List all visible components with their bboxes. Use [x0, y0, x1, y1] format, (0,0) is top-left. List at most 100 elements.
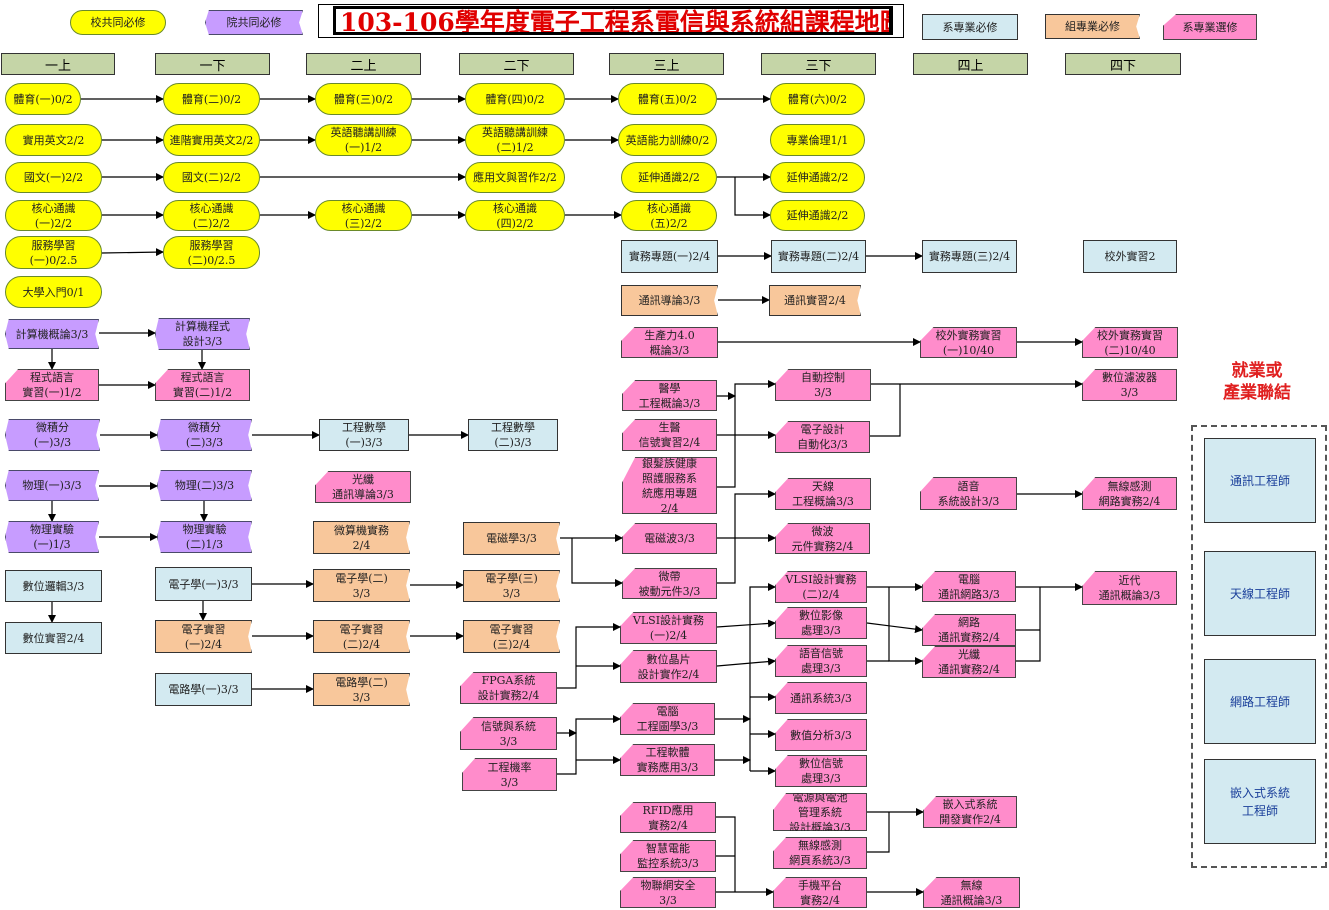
course-calc1: 微積分 (一)3/3 [5, 419, 100, 451]
course-elec1: 電子學(一)3/3 [155, 567, 252, 601]
course-svc1: 服務學習 (一)0/2.5 [5, 236, 102, 269]
prerequisite-arrow [866, 622, 923, 634]
course-vlsi2: VLSI設計實務 (二)2/4 [775, 571, 867, 603]
course-eda: 電子設計 自動化3/3 [775, 421, 870, 453]
course-sigsys: 信號與系統 3/3 [460, 717, 557, 750]
course-proj3: 實務專題(三)2/4 [922, 240, 1017, 273]
course-logiclab: 數位實習2/4 [5, 622, 102, 654]
course-emag: 電磁學3/3 [463, 522, 560, 555]
course-iotsec: 物聯網安全 3/3 [620, 877, 716, 908]
course-imgproc: 數位影像 處理3/3 [775, 607, 867, 639]
course-pe4: 體育(四)0/2 [465, 83, 565, 115]
course-fiberlab: 光纖 通訊實務2/4 [922, 646, 1016, 678]
course-phylab1: 物理實驗 (一)1/3 [5, 521, 99, 553]
course-en5: 英語能力訓練0/2 [618, 124, 717, 156]
semester-header-1-2: 一下 [155, 53, 270, 75]
course-autoctl: 自動控制 3/3 [775, 369, 871, 401]
semester-header-4-1: 四上 [913, 53, 1028, 75]
course-ch3: 應用文與習作2/2 [465, 162, 565, 193]
course-battery: 電源與電池 管理系統 設計概論3/3 [773, 793, 867, 831]
prerequisite-arrow [717, 380, 776, 488]
course-smartpower: 智慧電能 監控系統3/3 [620, 840, 716, 872]
career-embedded-engineer: 嵌入式系統 工程師 [1204, 759, 1316, 844]
course-chip: 數位晶片 設計實作2/4 [620, 650, 717, 683]
course-ext1: 延伸通識2/2 [621, 162, 717, 193]
course-en3: 英語聽講訓練 (一)1/2 [315, 124, 412, 156]
legend-school-required: 校共同必修 [70, 10, 166, 35]
career-antenna-engineer: 天線工程師 [1204, 551, 1316, 636]
prerequisite-arrow [734, 177, 771, 219]
connector-line [1016, 587, 1041, 662]
semester-header-2-2: 二下 [459, 53, 574, 75]
course-core3: 核心通識 (三)2/2 [315, 200, 412, 231]
connector-line [867, 812, 890, 853]
course-prod: 生產力4.0 概論3/3 [621, 327, 718, 358]
course-speechsig: 語音信號 處理3/3 [775, 645, 867, 677]
course-pe2: 體育(二)0/2 [163, 83, 260, 115]
course-silver: 銀髮族健康 照護服務系 統應用專題 2/4 [622, 457, 717, 514]
semester-header-2-1: 二上 [306, 53, 421, 75]
course-ext3: 延伸通識2/2 [770, 200, 865, 231]
course-compnet: 電腦 通訊網路3/3 [922, 571, 1016, 602]
course-pl1: 程式語言 實習(一)1/2 [5, 369, 99, 401]
semester-header-4-2: 四下 [1065, 53, 1181, 75]
course-dfilter: 數位濾波器 3/3 [1082, 369, 1177, 401]
course-core4: 核心通識 (四)2/2 [465, 200, 565, 231]
semester-header-3-2: 三下 [761, 53, 876, 75]
course-pl2: 程式語言 實習(二)1/2 [155, 369, 250, 401]
course-proj1: 實務專題(一)2/4 [621, 240, 718, 273]
course-microstrip: 微帶 被動元件3/3 [622, 568, 717, 599]
course-commsys: 通訊系統3/3 [775, 682, 867, 714]
prerequisite-arrow [571, 538, 623, 587]
legend-dept-elective: 系專業選修 [1163, 14, 1257, 40]
course-prob: 工程機率 3/3 [462, 758, 557, 791]
prerequisite-arrow [716, 657, 776, 667]
course-rfid: RFID應用 實務2/4 [620, 802, 716, 833]
course-ext_int2: 校外實務實習 (二)10/40 [1082, 327, 1178, 358]
course-numana: 數值分析3/3 [775, 719, 867, 751]
course-ext_int1: 校外實務實習 (一)10/40 [920, 327, 1017, 358]
course-elec3: 電子學(三) 3/3 [463, 570, 560, 602]
course-proj2: 實務專題(二)2/4 [771, 240, 866, 273]
course-comlab: 通訊實習2/4 [769, 285, 861, 316]
career-comm-engineer: 通訊工程師 [1204, 438, 1316, 523]
course-pe5: 體育(五)0/2 [618, 83, 717, 115]
course-en4: 英語聽講訓練 (二)1/2 [465, 124, 565, 156]
course-dsp: 數位信號 處理3/3 [775, 755, 867, 787]
legend-group-required: 組專業必修 [1045, 14, 1140, 39]
connector-line [716, 816, 736, 892]
course-embedded: 嵌入式系統 開發實作2/4 [923, 796, 1017, 828]
course-ch2: 國文(二)2/2 [163, 162, 260, 193]
course-elab1: 電子實習 (一)2/4 [155, 620, 252, 653]
course-logic: 數位邏輯3/3 [5, 570, 102, 602]
prerequisite-arrow [749, 583, 776, 771]
prerequisite-arrow [101, 248, 164, 257]
title-frame: 103-106學年度電子工程系電信與系統組課程地圖 [318, 4, 904, 38]
legend-college-required: 院共同必修 [205, 10, 303, 35]
course-core5: 核心通識 (五)2/2 [621, 200, 717, 231]
connector-line [870, 384, 901, 437]
course-circ2: 電路學(二) 3/3 [313, 673, 410, 706]
course-wireless: 無線 通訊概論3/3 [923, 877, 1020, 908]
course-microwave: 微波 元件實務2/4 [775, 523, 870, 554]
course-comint: 通訊導論3/3 [621, 285, 718, 316]
course-em2: 工程數學 (二)3/3 [468, 419, 558, 451]
course-calc2: 微積分 (二)3/3 [157, 419, 252, 451]
course-ch1: 國文(一)2/2 [5, 162, 102, 193]
course-wsnlab: 無線感測 網路實務2/4 [1082, 477, 1177, 510]
page-title: 103-106學年度電子工程系電信與系統組課程地圖 [333, 6, 893, 35]
prerequisite-arrow [716, 619, 776, 628]
course-biosig: 生醫 信號實習2/4 [622, 419, 717, 451]
course-pe1: 體育(一)0/2 [5, 83, 81, 115]
course-intro: 大學入門0/1 [5, 276, 102, 308]
prerequisite-arrow [557, 623, 621, 689]
course-fiberintro: 光纖 通訊導論3/3 [315, 471, 411, 503]
career-network-engineer: 網路工程師 [1204, 659, 1316, 744]
course-netlab: 網路 通訊實務2/4 [922, 614, 1016, 646]
course-en2: 進階實用英文2/2 [163, 124, 260, 156]
prerequisite-arrow [717, 490, 776, 584]
course-micro: 微算機實務 2/4 [313, 521, 410, 554]
legend-dept-required: 系專業必修 [922, 14, 1018, 40]
course-fpga: FPGA系統 設計實務2/4 [460, 672, 557, 704]
course-svc2: 服務學習 (二)0/2.5 [163, 236, 260, 269]
